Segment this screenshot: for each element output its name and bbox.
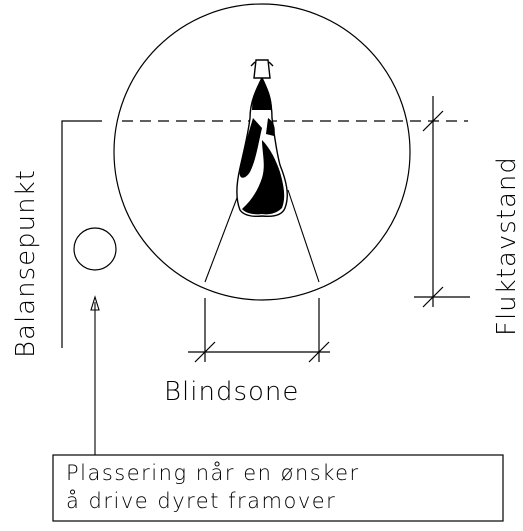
placement-note-line2: å drive dyret framover bbox=[66, 489, 336, 513]
blind-zone-right-edge bbox=[288, 190, 319, 282]
blind-zone-left-edge bbox=[205, 190, 240, 282]
flight-distance-label: Fluktavstand bbox=[492, 156, 522, 336]
blind-zone-label: Blindsone bbox=[164, 377, 299, 407]
cow-top-view-icon bbox=[237, 60, 287, 216]
balance-point-bracket bbox=[62, 121, 102, 348]
blind-zone-dimension bbox=[188, 298, 330, 362]
balance-point-label: Balansepunkt bbox=[11, 169, 41, 358]
placement-position-circle bbox=[74, 228, 116, 270]
flight-distance-dimension bbox=[414, 96, 470, 307]
placement-note-line1: Plassering når en ønsker bbox=[66, 461, 360, 485]
